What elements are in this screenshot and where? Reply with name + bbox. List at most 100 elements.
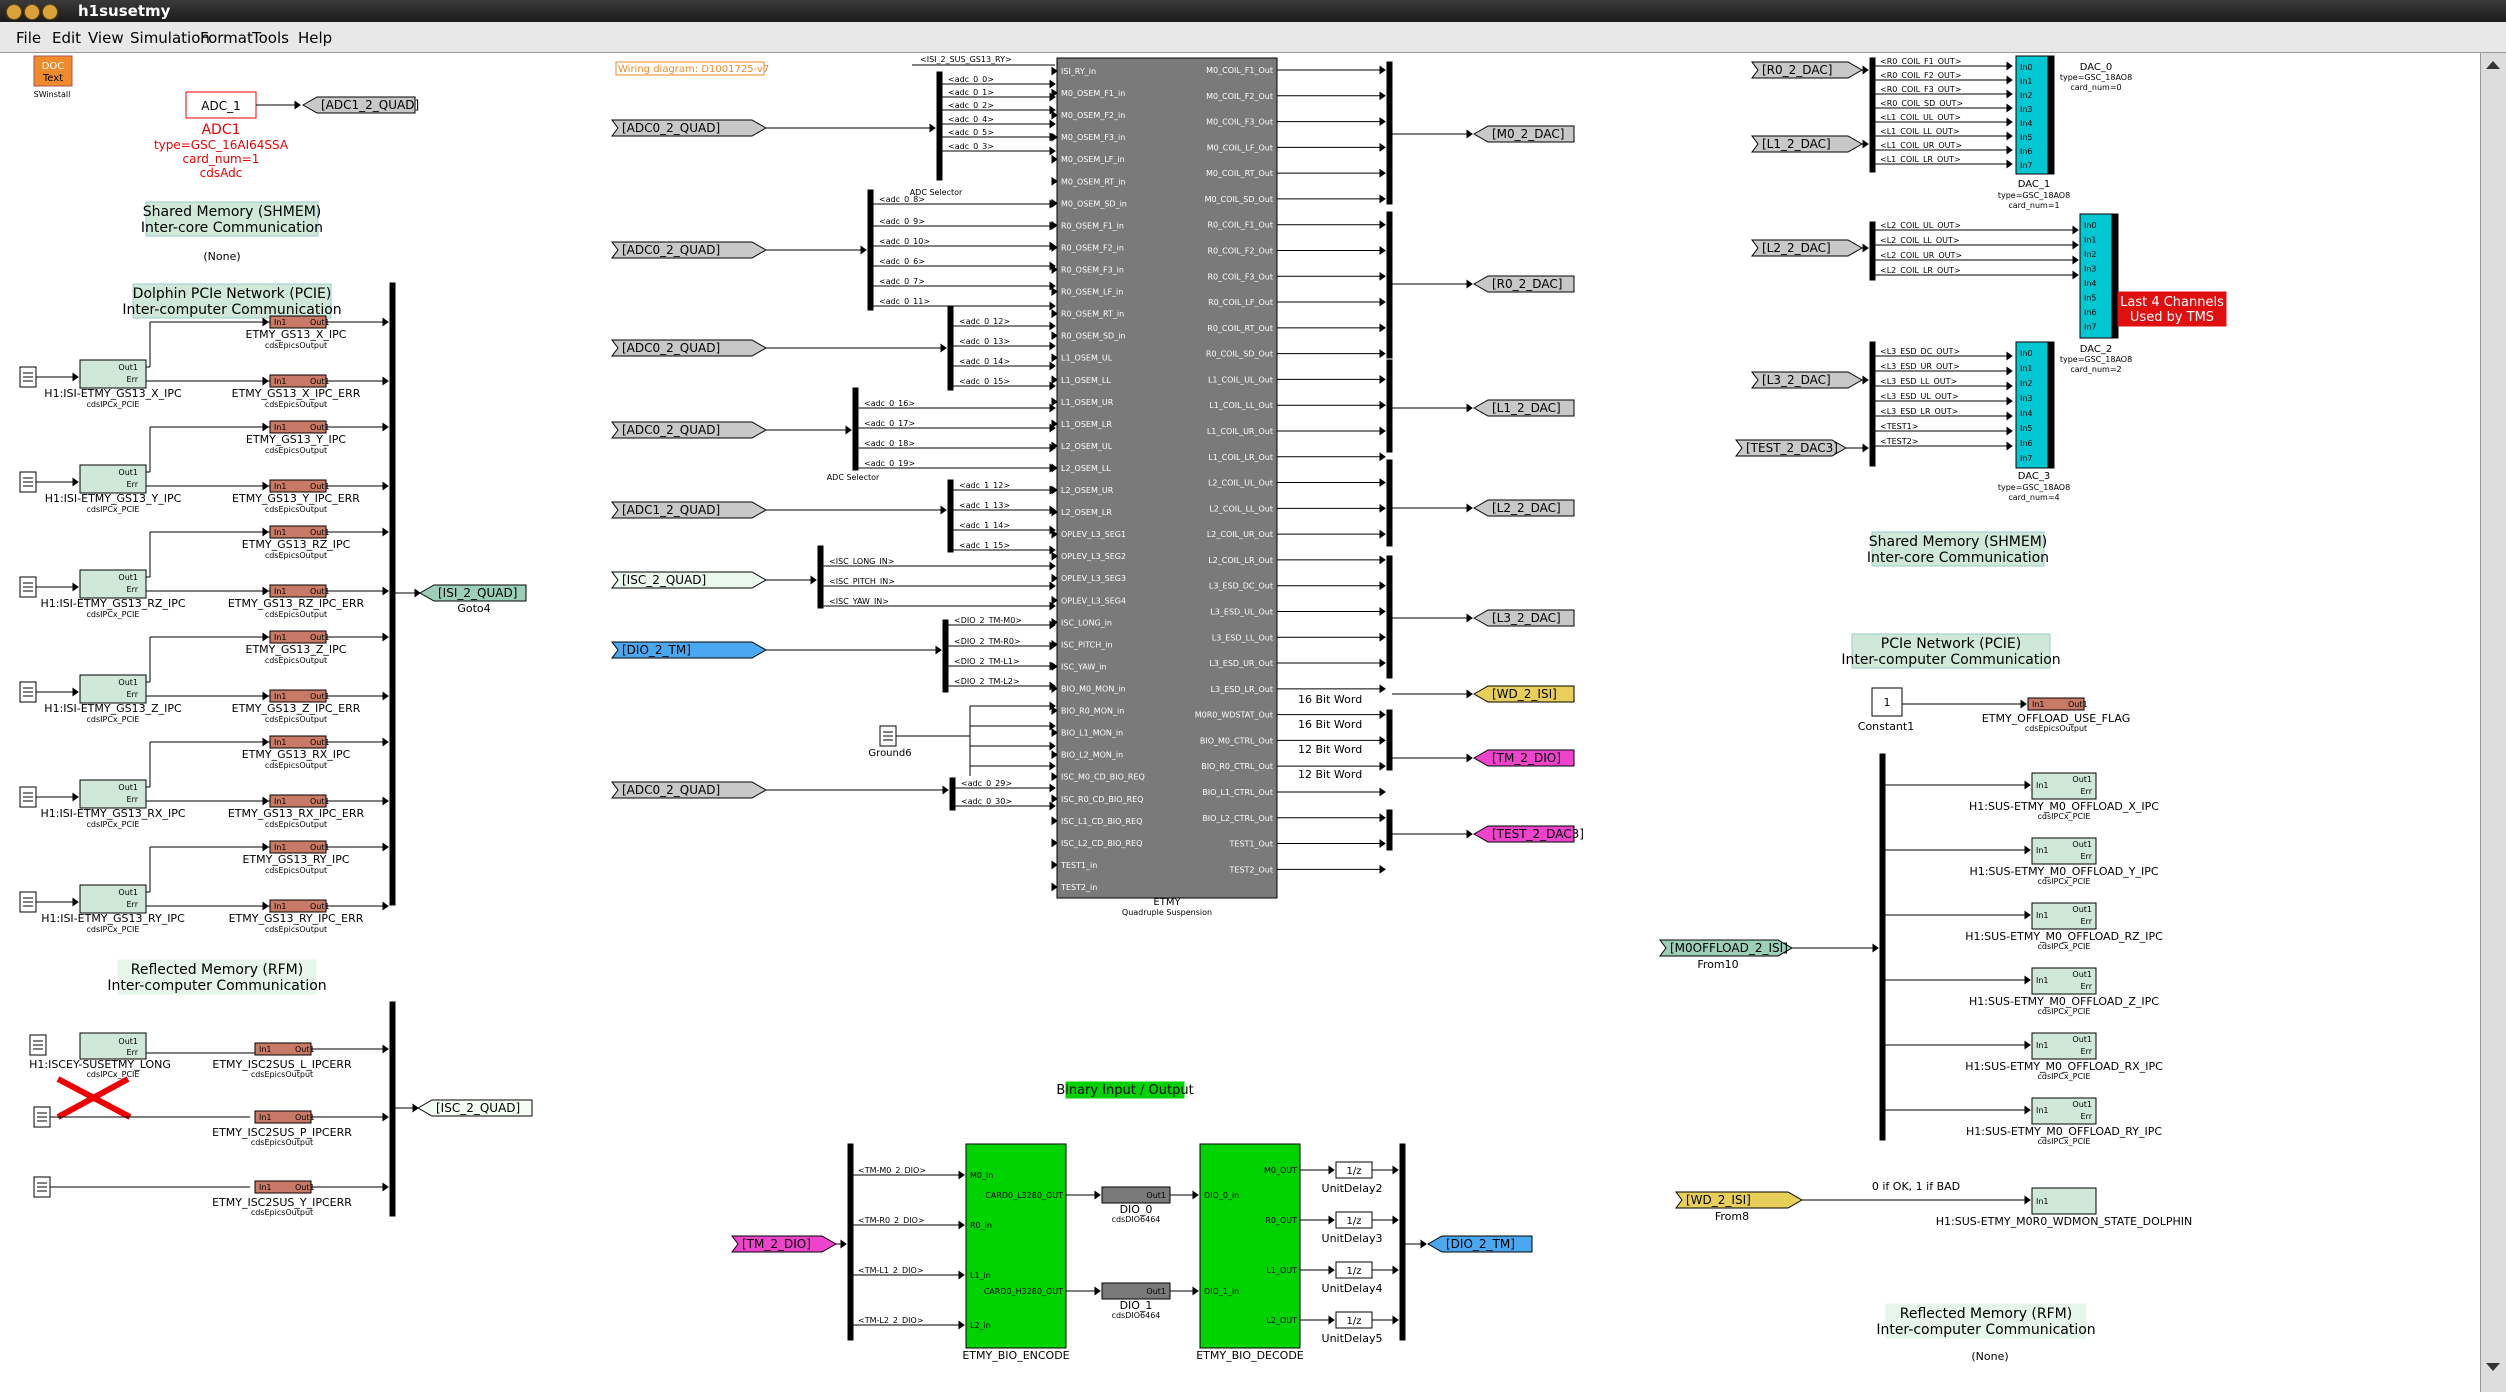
pcie-receiver-block[interactable] — [79, 674, 147, 704]
menu-file[interactable]: File — [16, 29, 42, 47]
out-bus-m0[interactable] — [1386, 61, 1393, 205]
from-adc0-2-quad[interactable] — [611, 781, 768, 799]
goto-isc-2-quad[interactable] — [416, 1099, 533, 1117]
from-adc0-2-quad[interactable] — [611, 241, 768, 259]
from-m0offload-2-isi[interactable] — [1659, 939, 1794, 957]
pcie-receiver-block[interactable] — [79, 359, 147, 389]
pcie-receiver-block[interactable] — [79, 1032, 147, 1060]
from-adc0-2-quad[interactable] — [611, 421, 768, 439]
goto-adc1[interactable] — [301, 96, 416, 114]
menu-bar: File Edit View Simulation Format Tools H… — [0, 22, 2506, 53]
rfm-bus-bar[interactable] — [389, 1001, 396, 1217]
pcie-sender-block[interactable] — [2031, 902, 2097, 930]
out-bus-l2[interactable] — [1386, 459, 1393, 547]
bus-selector-5[interactable] — [947, 479, 954, 553]
from-adc0-2-quad[interactable] — [611, 119, 768, 137]
goto-1[interactable] — [1472, 275, 1575, 293]
pcie-sender-block[interactable] — [2031, 1032, 2097, 1060]
out-bus-bio[interactable] — [1386, 709, 1393, 771]
out-bus-r0[interactable] — [1386, 211, 1393, 359]
goto-2[interactable] — [1472, 399, 1575, 417]
goto-5[interactable] — [1472, 685, 1575, 703]
from-wd-2-isi[interactable] — [1675, 1191, 1804, 1209]
pcie-sender-block[interactable] — [2031, 772, 2097, 800]
from-l2-2-dac[interactable] — [1751, 239, 1864, 257]
pcie-receiver-block[interactable] — [79, 884, 147, 914]
bus-selector-8[interactable] — [949, 777, 956, 811]
dac3-block[interactable] — [2015, 341, 2049, 469]
from-l1-2-dac[interactable] — [1751, 135, 1864, 153]
out-bus-l1[interactable] — [1386, 359, 1393, 453]
arrow-head-icon — [1051, 595, 1058, 605]
unit-delay-text: 1/z — [1347, 1166, 1362, 1177]
from-r0-2-dac-label: [R0_2_DAC] — [1762, 63, 1832, 77]
goto-7[interactable] — [1472, 825, 1575, 843]
close-button[interactable] — [42, 4, 58, 20]
pcie-receiver-block[interactable] — [79, 464, 147, 494]
goto-4[interactable] — [1472, 609, 1575, 627]
menu-view[interactable]: View — [88, 29, 124, 47]
scroll-down-icon[interactable] — [2486, 1363, 2500, 1371]
scroll-up-icon[interactable] — [2486, 61, 2500, 69]
menu-tools[interactable]: Tools — [252, 29, 289, 47]
from-r0-2-dac[interactable] — [1751, 61, 1864, 79]
epics-output-block[interactable] — [2027, 697, 2085, 711]
dolphin-bus-bar[interactable] — [389, 282, 396, 906]
from-tm-2-dio[interactable] — [731, 1235, 838, 1253]
menu-help[interactable]: Help — [298, 29, 333, 47]
from-l3-2-dac[interactable] — [1751, 371, 1864, 389]
bus-tag-adc: <adc_0_15> — [959, 377, 1010, 386]
dac1-edge — [2047, 55, 2055, 175]
goto-isi-2-quad[interactable] — [418, 584, 527, 602]
pcie-sender-block[interactable] — [2031, 967, 2097, 995]
goto-6[interactable] — [1472, 749, 1575, 767]
goto-0[interactable] — [1472, 125, 1575, 143]
from-dio-2-tm[interactable] — [611, 641, 768, 659]
menu-edit[interactable]: Edit — [52, 29, 82, 47]
menu-simulation[interactable]: Simulation — [130, 29, 210, 47]
from-isc-2-quad[interactable] — [611, 571, 768, 589]
pcie-receiver-block[interactable] — [79, 569, 147, 599]
bus-selector-3[interactable] — [947, 305, 954, 391]
dac1-block[interactable] — [2015, 55, 2049, 175]
simulink-diagram[interactable]: DOCTextSWinstallADC_1ADC1type=GSC_16AI64… — [0, 53, 2480, 1383]
etmy-bio-encode-block[interactable] — [965, 1143, 1067, 1349]
bus-selector-4[interactable] — [852, 387, 859, 471]
pcie-sender-block[interactable] — [2031, 837, 2097, 865]
etmy-bio-decode-block[interactable] — [1199, 1143, 1301, 1349]
etmy-block[interactable] — [1056, 57, 1278, 899]
vertical-scrollbar[interactable] — [2480, 53, 2506, 1392]
pcie-sender-block[interactable] — [2031, 1187, 2097, 1215]
window-menu-button[interactable] — [6, 4, 22, 20]
dac2-block[interactable] — [2079, 213, 2113, 339]
adc1-block[interactable] — [185, 91, 257, 119]
minimize-button[interactable] — [24, 4, 40, 20]
from-test-2-dac3[interactable] — [1735, 439, 1848, 457]
doc-block[interactable] — [33, 55, 73, 87]
pcie-sender-block[interactable] — [2031, 1097, 2097, 1125]
bus-selector-2[interactable] — [867, 189, 874, 311]
offload-bus[interactable] — [1879, 753, 1886, 1141]
bus-selector-1[interactable] — [936, 71, 943, 181]
goto-dio-2-tm[interactable] — [1426, 1235, 1533, 1253]
dac3-bus-selector[interactable] — [1869, 341, 1876, 467]
bus-selector-6[interactable] — [817, 545, 824, 609]
from-adc1-2-quad[interactable] — [611, 501, 768, 519]
out-bus-l3[interactable] — [1386, 555, 1393, 679]
goto-3[interactable] — [1472, 499, 1575, 517]
bio-in-bus[interactable] — [847, 1143, 854, 1341]
arrow-head-icon — [940, 343, 947, 353]
bio-out-bus[interactable] — [1399, 1143, 1406, 1341]
menu-format[interactable]: Format — [200, 29, 253, 47]
from-adc0-2-quad-label: [ADC0_2_QUAD] — [622, 243, 720, 257]
constant1-block[interactable] — [1871, 687, 1903, 717]
constant1-value: 1 — [1884, 696, 1891, 709]
pcie-receiver-block[interactable] — [79, 779, 147, 809]
arrow-head-icon — [958, 1320, 965, 1330]
dac2-bus-selector[interactable] — [1869, 221, 1876, 281]
bus-selector-7[interactable] — [942, 619, 949, 693]
dac1-bus-selector[interactable] — [1869, 57, 1876, 173]
from-adc0-2-quad[interactable] — [611, 339, 768, 357]
out-bus-test[interactable] — [1386, 809, 1393, 851]
